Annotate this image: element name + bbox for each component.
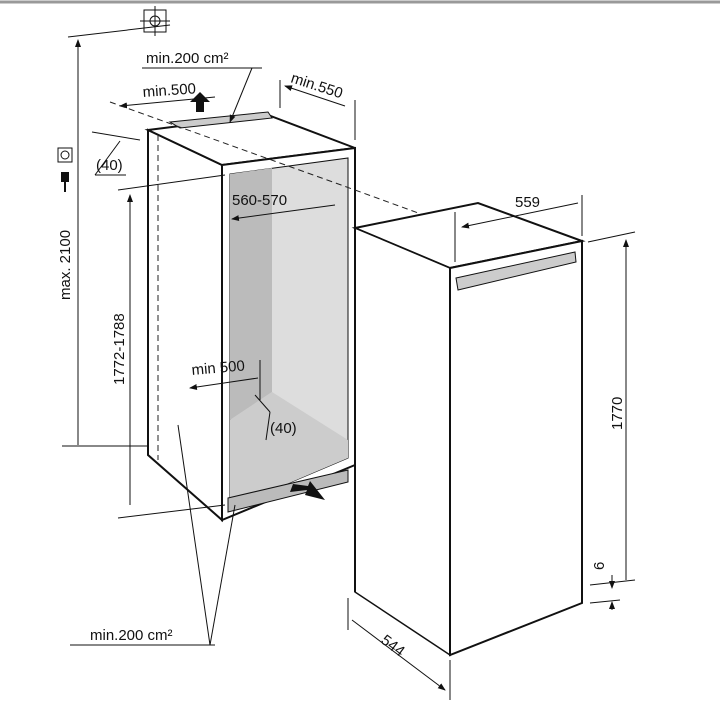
max-height-label: max. 2100 — [57, 230, 74, 300]
appliance-height-label: 1770 — [609, 397, 626, 430]
appliance-width-label: 559 — [515, 194, 540, 211]
clearance-top-label: min.550 — [289, 70, 345, 103]
socket-icon — [57, 147, 73, 163]
foot-height-label: 6 — [591, 562, 608, 570]
appliance — [351, 201, 586, 657]
appliance-depth-label: 544 — [378, 632, 408, 661]
niche-height-label: 1772-1788 — [111, 313, 128, 385]
vent-top-label: min.200 cm² — [146, 50, 229, 67]
niche — [144, 111, 356, 523]
vent-bottom-label: min.200 cm² — [90, 627, 173, 644]
wall-mount-icon — [140, 6, 170, 36]
plug-icon — [61, 172, 69, 192]
airflow-arrow-icon — [190, 92, 325, 500]
niche-width-label: 560-570 — [232, 192, 287, 209]
gap-top-label: (40) — [96, 157, 123, 174]
gap-bottom-label: (40) — [270, 420, 297, 437]
depth-bottom-label: min 500 — [191, 357, 246, 379]
depth-top-label: min.500 — [142, 80, 196, 101]
